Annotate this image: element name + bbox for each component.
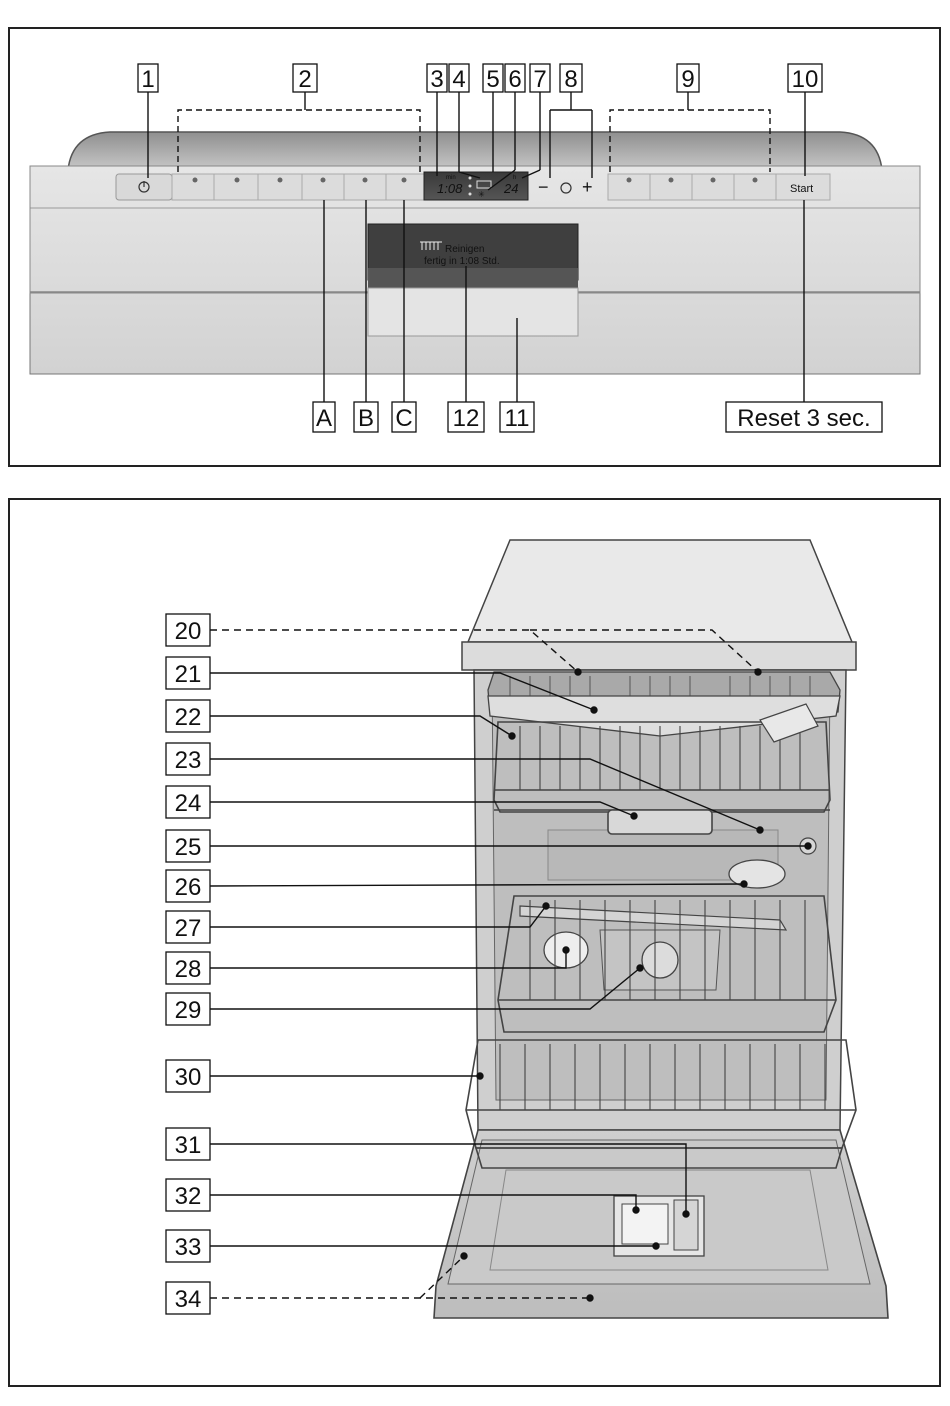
info-display-line1: Reinigen [445, 244, 484, 255]
callout-23: 23 [175, 747, 202, 774]
callout-7: 7 [533, 66, 546, 93]
callout-30: 30 [175, 1064, 202, 1091]
callout-12: 12 [453, 405, 480, 432]
callout-29: 29 [175, 997, 202, 1024]
control-panel-figure: 1:08 min 24 h ✳ − + Start Reinigen ferti [8, 27, 941, 467]
lower-spray-arm [519, 905, 788, 931]
reset-label: Reset 3 sec. [737, 405, 870, 432]
callout-34: 34 [175, 1286, 202, 1313]
dishwasher-figure: 20 21 22 23 24 25 26 27 28 29 30 31 32 [8, 498, 941, 1387]
cutlery-drawer [487, 671, 841, 737]
callout-A: A [316, 405, 332, 432]
info-display-line2: fertig in 1:08 Std. [424, 256, 500, 267]
timer-plus-button: + [582, 177, 593, 197]
start-button [775, 173, 831, 201]
callout-3: 3 [430, 66, 443, 93]
callout-4: 4 [452, 66, 465, 93]
callout-B: B [358, 405, 374, 432]
callout-2: 2 [298, 66, 311, 93]
display-unit-h: h [513, 175, 516, 181]
timer-minus-button: − [538, 177, 549, 197]
option-buttons [607, 173, 777, 201]
callouts-bottom: A B C 12 11 Reset 3 sec. [312, 401, 883, 433]
display-time: 1:08 [437, 181, 463, 196]
callout-24: 24 [175, 790, 202, 817]
callout-C: C [395, 405, 412, 432]
callout-31: 31 [175, 1132, 202, 1159]
callout-9: 9 [681, 66, 694, 93]
callout-22: 22 [175, 704, 202, 731]
display-unit-min: min [446, 175, 456, 181]
callout-27: 27 [175, 915, 202, 942]
callout-11: 11 [505, 405, 530, 432]
callout-8: 8 [564, 66, 577, 93]
callout-21: 21 [175, 661, 202, 688]
salt-indicator-icon [476, 180, 492, 189]
callout-32: 32 [175, 1183, 202, 1210]
dishwasher-callouts: 20 21 22 23 24 25 26 27 28 29 30 31 32 [165, 613, 211, 1315]
callout-6: 6 [508, 66, 521, 93]
rinse-aid-indicator-icon: ✳ [478, 190, 485, 199]
lower-basket [497, 895, 837, 1033]
callout-10: 10 [792, 66, 819, 93]
callout-33: 33 [175, 1234, 202, 1261]
start-label: Start [790, 183, 813, 195]
callout-28: 28 [175, 956, 202, 983]
leader-lines-top [147, 92, 806, 191]
callout-26: 26 [175, 874, 202, 901]
timer-clock-icon [560, 182, 572, 194]
dishwasher-leader-lines [209, 629, 812, 1302]
leader-lines-bottom [323, 200, 805, 402]
callout-20: 20 [175, 618, 202, 645]
bottom-rack [465, 1039, 857, 1169]
worktop [466, 539, 854, 643]
callout-5: 5 [486, 66, 499, 93]
small-items-holder [759, 703, 819, 743]
door-handle [367, 287, 579, 337]
callout-25: 25 [175, 834, 202, 861]
filter-system [641, 941, 679, 979]
programme-buttons [171, 173, 425, 201]
callout-1: 1 [141, 66, 154, 93]
display-hours: 24 [503, 181, 518, 196]
